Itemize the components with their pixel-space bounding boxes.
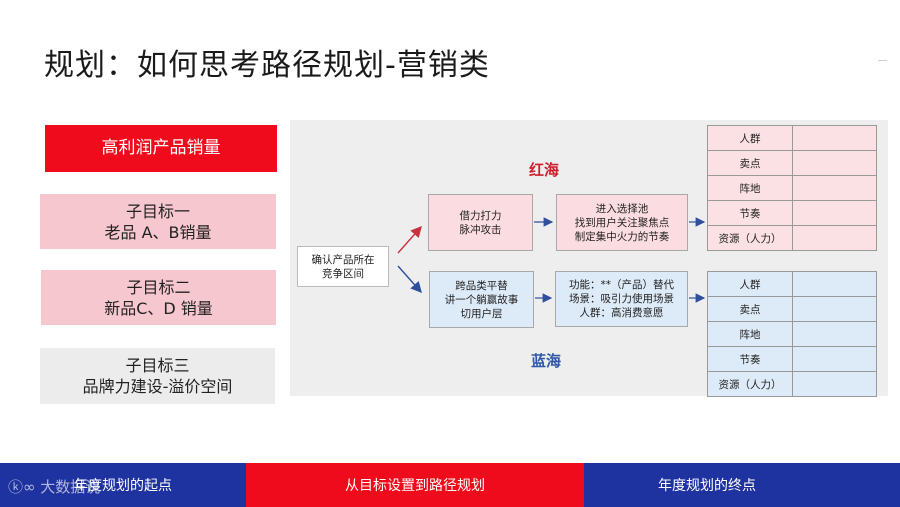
table-cell-empty (792, 150, 877, 176)
sub-goal-3: 子目标三 品牌力建设-溢价空间 (40, 348, 275, 404)
table-cell-label: 阵地 (707, 175, 793, 201)
table-row: 阵地 (707, 175, 877, 201)
table-cell-label: 卖点 (707, 150, 793, 176)
footer-start: 年度规划的起点 (0, 463, 246, 507)
table-cell-empty (792, 321, 877, 347)
table-cell-empty (792, 175, 877, 201)
table-cell-label: 人群 (707, 271, 793, 297)
table-row: 资源（人力） (707, 225, 877, 251)
table-cell-empty (792, 296, 877, 322)
table-cell-empty (792, 346, 877, 372)
table-cell-empty (792, 200, 877, 226)
table-row: 资源（人力） (707, 371, 877, 397)
table-cell-label: 资源（人力） (707, 225, 793, 251)
table-cell-label: 节奏 (707, 346, 793, 372)
sub-goal-2: 子目标二 新品C、D 销量 (41, 270, 276, 325)
blue-sea-factor-table: 人群 卖点 阵地 节奏 资源（人力） (707, 271, 877, 397)
table-row: 节奏 (707, 346, 877, 372)
footer-middle: 从目标设置到路径规划 (246, 463, 584, 507)
table-row: 节奏 (707, 200, 877, 226)
red-sea-step-2: 进入选择池 找到用户关注聚焦点 制定集中火力的节奏 (556, 194, 688, 251)
watermark-logo-icon: ⓚ∞ (8, 478, 41, 496)
red-sea-step-1: 借力打力 脉冲攻击 (428, 194, 533, 251)
table-cell-empty (792, 125, 877, 151)
footer-bar: 年度规划的起点 从目标设置到路径规划 年度规划的终点 (0, 463, 900, 507)
blue-sea-step-2: 功能：**（产品）替代 场景：吸引力使用场景 人群：高消费意愿 (555, 271, 688, 327)
table-cell-label: 阵地 (707, 321, 793, 347)
red-sea-label: 红海 (529, 161, 560, 179)
table-cell-label: 节奏 (707, 200, 793, 226)
footer-tail (830, 463, 900, 507)
page-title: 规划：如何思考路径规划-营销类 (44, 48, 490, 83)
table-cell-empty (792, 371, 877, 397)
table-row: 卖点 (707, 150, 877, 176)
table-cell-label: 卖点 (707, 296, 793, 322)
table-cell-label: 人群 (707, 125, 793, 151)
sub-goal-1: 子目标一 老品 A、B销量 (40, 194, 276, 249)
table-row: 卖点 (707, 296, 877, 322)
table-cell-empty (792, 271, 877, 297)
start-node: 确认产品所在 竞争区间 (297, 246, 389, 287)
table-row: 阵地 (707, 321, 877, 347)
watermark-text: 大数据说 (40, 478, 101, 496)
table-row: 人群 (707, 271, 877, 297)
table-cell-label: 资源（人力） (707, 371, 793, 397)
blue-sea-label: 蓝海 (531, 352, 562, 370)
watermark: ⓚ∞ 大数据说 (8, 476, 100, 497)
decorative-dash (878, 60, 887, 61)
goal-main: 高利润产品销量 (45, 125, 277, 172)
blue-sea-step-1: 跨品类平替 讲一个躺赢故事 切用户层 (429, 271, 534, 328)
red-sea-factor-table: 人群 卖点 阵地 节奏 资源（人力） (707, 125, 877, 251)
table-cell-empty (792, 225, 877, 251)
footer-end: 年度规划的终点 (584, 463, 830, 507)
table-row: 人群 (707, 125, 877, 151)
